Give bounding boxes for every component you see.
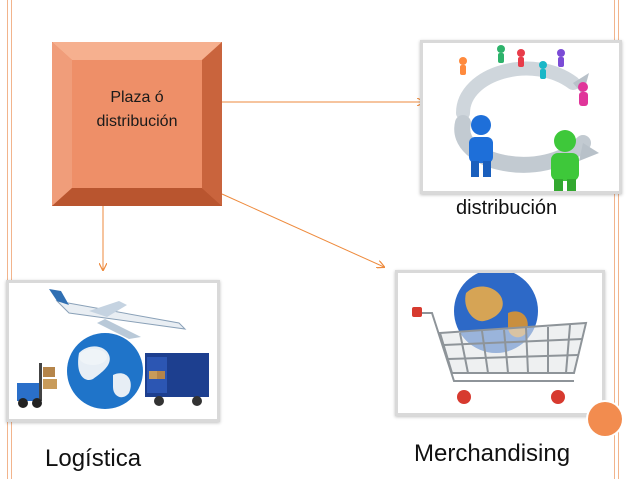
shipping-container-icon: [145, 353, 209, 406]
box-label: Plaza ó distribución: [78, 86, 196, 134]
airplane-icon: [49, 289, 187, 339]
small-people-icons: [459, 45, 588, 106]
logistics-illustration: [9, 283, 217, 419]
green-person-icon: [551, 130, 579, 191]
people-network-illustration: [423, 43, 619, 191]
distribution-network-image: [420, 40, 622, 194]
globe-icon: [67, 333, 143, 409]
cart-wheel: [551, 390, 565, 404]
plaza-distribucion-box: Plaza ó distribución: [52, 42, 222, 206]
merchandising-image: [395, 270, 605, 416]
left-frame-line-inner: [11, 0, 12, 479]
forklift-icon: [17, 363, 57, 408]
right-frame-line-inner: [618, 0, 619, 479]
cart-globe-illustration: [398, 273, 602, 413]
arrow-to-merchandising: [221, 193, 384, 267]
box-label-line1: Plaza ó: [110, 89, 164, 106]
blue-person-icon: [469, 115, 493, 177]
caption-logistica: Logística: [45, 445, 142, 472]
shopping-cart-icon: [418, 312, 588, 382]
logistics-image: [6, 280, 220, 422]
box-label-line2: distribución: [96, 113, 178, 130]
right-frame-line: [614, 0, 615, 479]
cart-handle: [412, 307, 422, 317]
left-frame-line: [7, 0, 8, 479]
accent-dot: [588, 402, 622, 436]
box-bevel: [52, 42, 222, 206]
cart-wheel: [457, 390, 471, 404]
caption-merchandising: Merchandising: [414, 440, 571, 467]
caption-distribucion: distribución: [456, 197, 558, 219]
